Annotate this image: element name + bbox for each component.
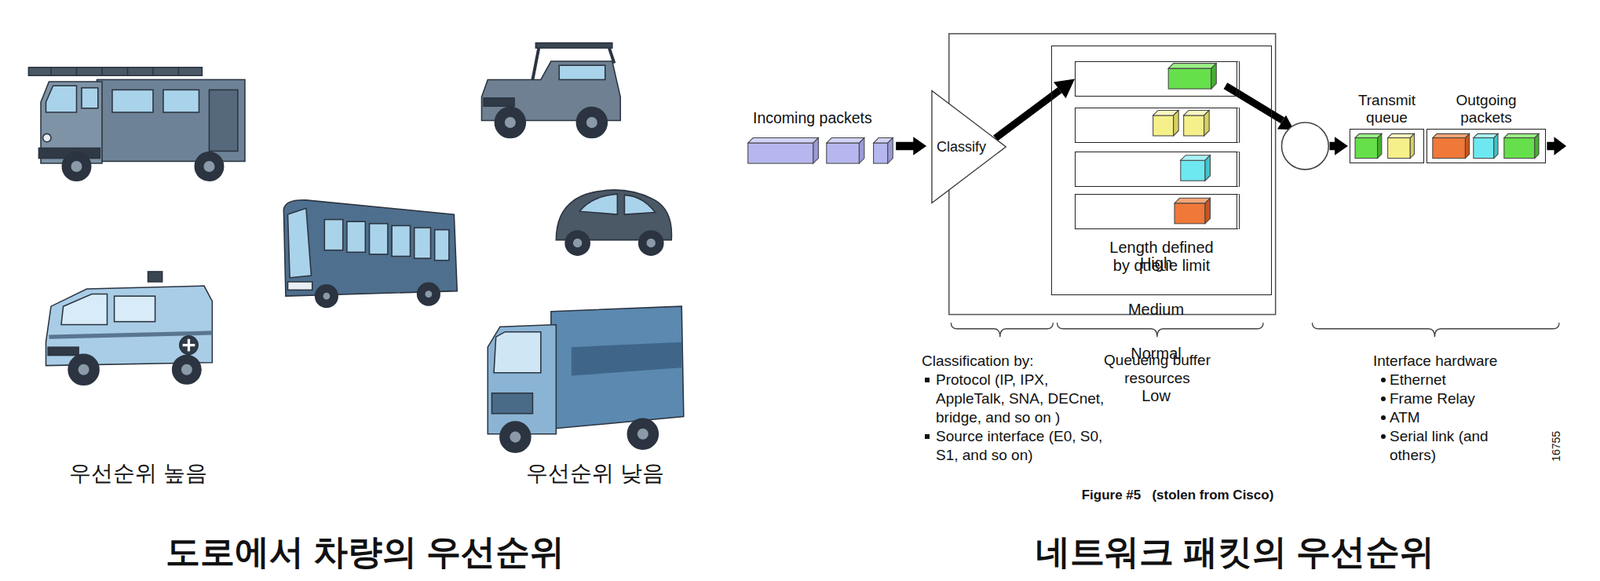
priority-label: 우선순위 낮음 (526, 460, 665, 487)
figure-caption: Figure #5 (stolen from Cisco) (1081, 487, 1275, 504)
fire-truck (28, 67, 245, 181)
node-text: Medium (1101, 300, 1212, 319)
incoming-packet-cubes (748, 138, 894, 165)
list-row: ATM (1373, 408, 1498, 428)
cargo-truck (487, 306, 684, 453)
arrowhead (1053, 79, 1075, 99)
priority-label: 우선순위 높음 (69, 460, 208, 487)
flow-arrow (995, 79, 1075, 139)
queue-row: Medium (1074, 107, 1240, 143)
queue-buffer-box: Length defined by queue limitHighMediumN… (1051, 45, 1272, 296)
outgoing-packets-box: Outgoing packets (1426, 128, 1546, 164)
list-row: Interface hardware (1373, 351, 1498, 371)
node-text: Transmit queue (1349, 91, 1425, 127)
list-row: Source interface (E0, S0, S1, and so on) (921, 427, 1121, 465)
arrow (895, 136, 927, 155)
list-row: Frame Relay (1373, 389, 1498, 409)
queue-row: Low (1074, 193, 1240, 230)
transmit-queue-box: Transmit queue (1349, 128, 1425, 164)
list-row: Ethernet (1373, 370, 1498, 390)
classification-list: Classification by:Protocol (IP, IPX, App… (921, 351, 1121, 465)
section-label: Queueing buffer resources (1100, 351, 1215, 388)
caption: 네트워크 패킷의 우선순위 (1035, 531, 1435, 574)
arrow (1225, 85, 1283, 121)
list-item: ATM (1389, 408, 1496, 428)
list-row: Serial link (and others) (1373, 427, 1498, 465)
node-text: High (1101, 254, 1212, 273)
queue-row: High (1074, 61, 1240, 97)
emergency-van (45, 271, 212, 385)
figure-number: 16755 (1549, 431, 1564, 462)
list-item: Ethernet (1389, 370, 1496, 390)
caption: 도로에서 차량의 우선순위 (165, 531, 565, 574)
list-item: Serial link (and others) (1389, 427, 1496, 465)
list-item: Frame Relay (1389, 389, 1496, 409)
arrow-shaft (995, 90, 1060, 139)
list-row: Protocol (IP, IPX, AppleTalk, SNA, DECne… (921, 370, 1121, 428)
list-heading: Classification by: (921, 351, 1034, 371)
triangle-shape (931, 90, 1006, 203)
list-item: Source interface (E0, S0, S1, and so on) (935, 427, 1121, 465)
bus (283, 200, 457, 308)
jeep (481, 43, 621, 139)
round-bullet (1380, 434, 1386, 439)
node-text: Low (1101, 387, 1212, 406)
round-bullet (1380, 396, 1386, 402)
brace (950, 322, 1560, 337)
arrow (1546, 136, 1567, 155)
list-row: Classification by: (921, 351, 1121, 371)
interface-list: Interface hardwareEthernetFrame RelayATM… (1373, 351, 1498, 465)
node-text: Outgoing packets (1446, 91, 1526, 127)
arrow (1329, 136, 1348, 155)
transmit-cubes (1355, 133, 1539, 158)
small-car (555, 189, 672, 256)
queue-row: Normal (1074, 151, 1240, 187)
round-bullet (1380, 415, 1386, 421)
square-bullet (924, 377, 930, 383)
queue-cubes (1153, 63, 1217, 224)
flow-label: Incoming packets (752, 109, 873, 128)
list-heading: Interface hardware (1373, 351, 1498, 371)
node-text: Classify (936, 138, 987, 155)
queue-figure (748, 33, 1567, 337)
round-bullet (1380, 377, 1386, 383)
square-bullet (924, 434, 930, 439)
list-item: Protocol (IP, IPX, AppleTalk, SNA, DECne… (935, 370, 1121, 428)
classify-triangle: Classify (931, 89, 1007, 205)
scheduler-circle (1281, 122, 1329, 170)
